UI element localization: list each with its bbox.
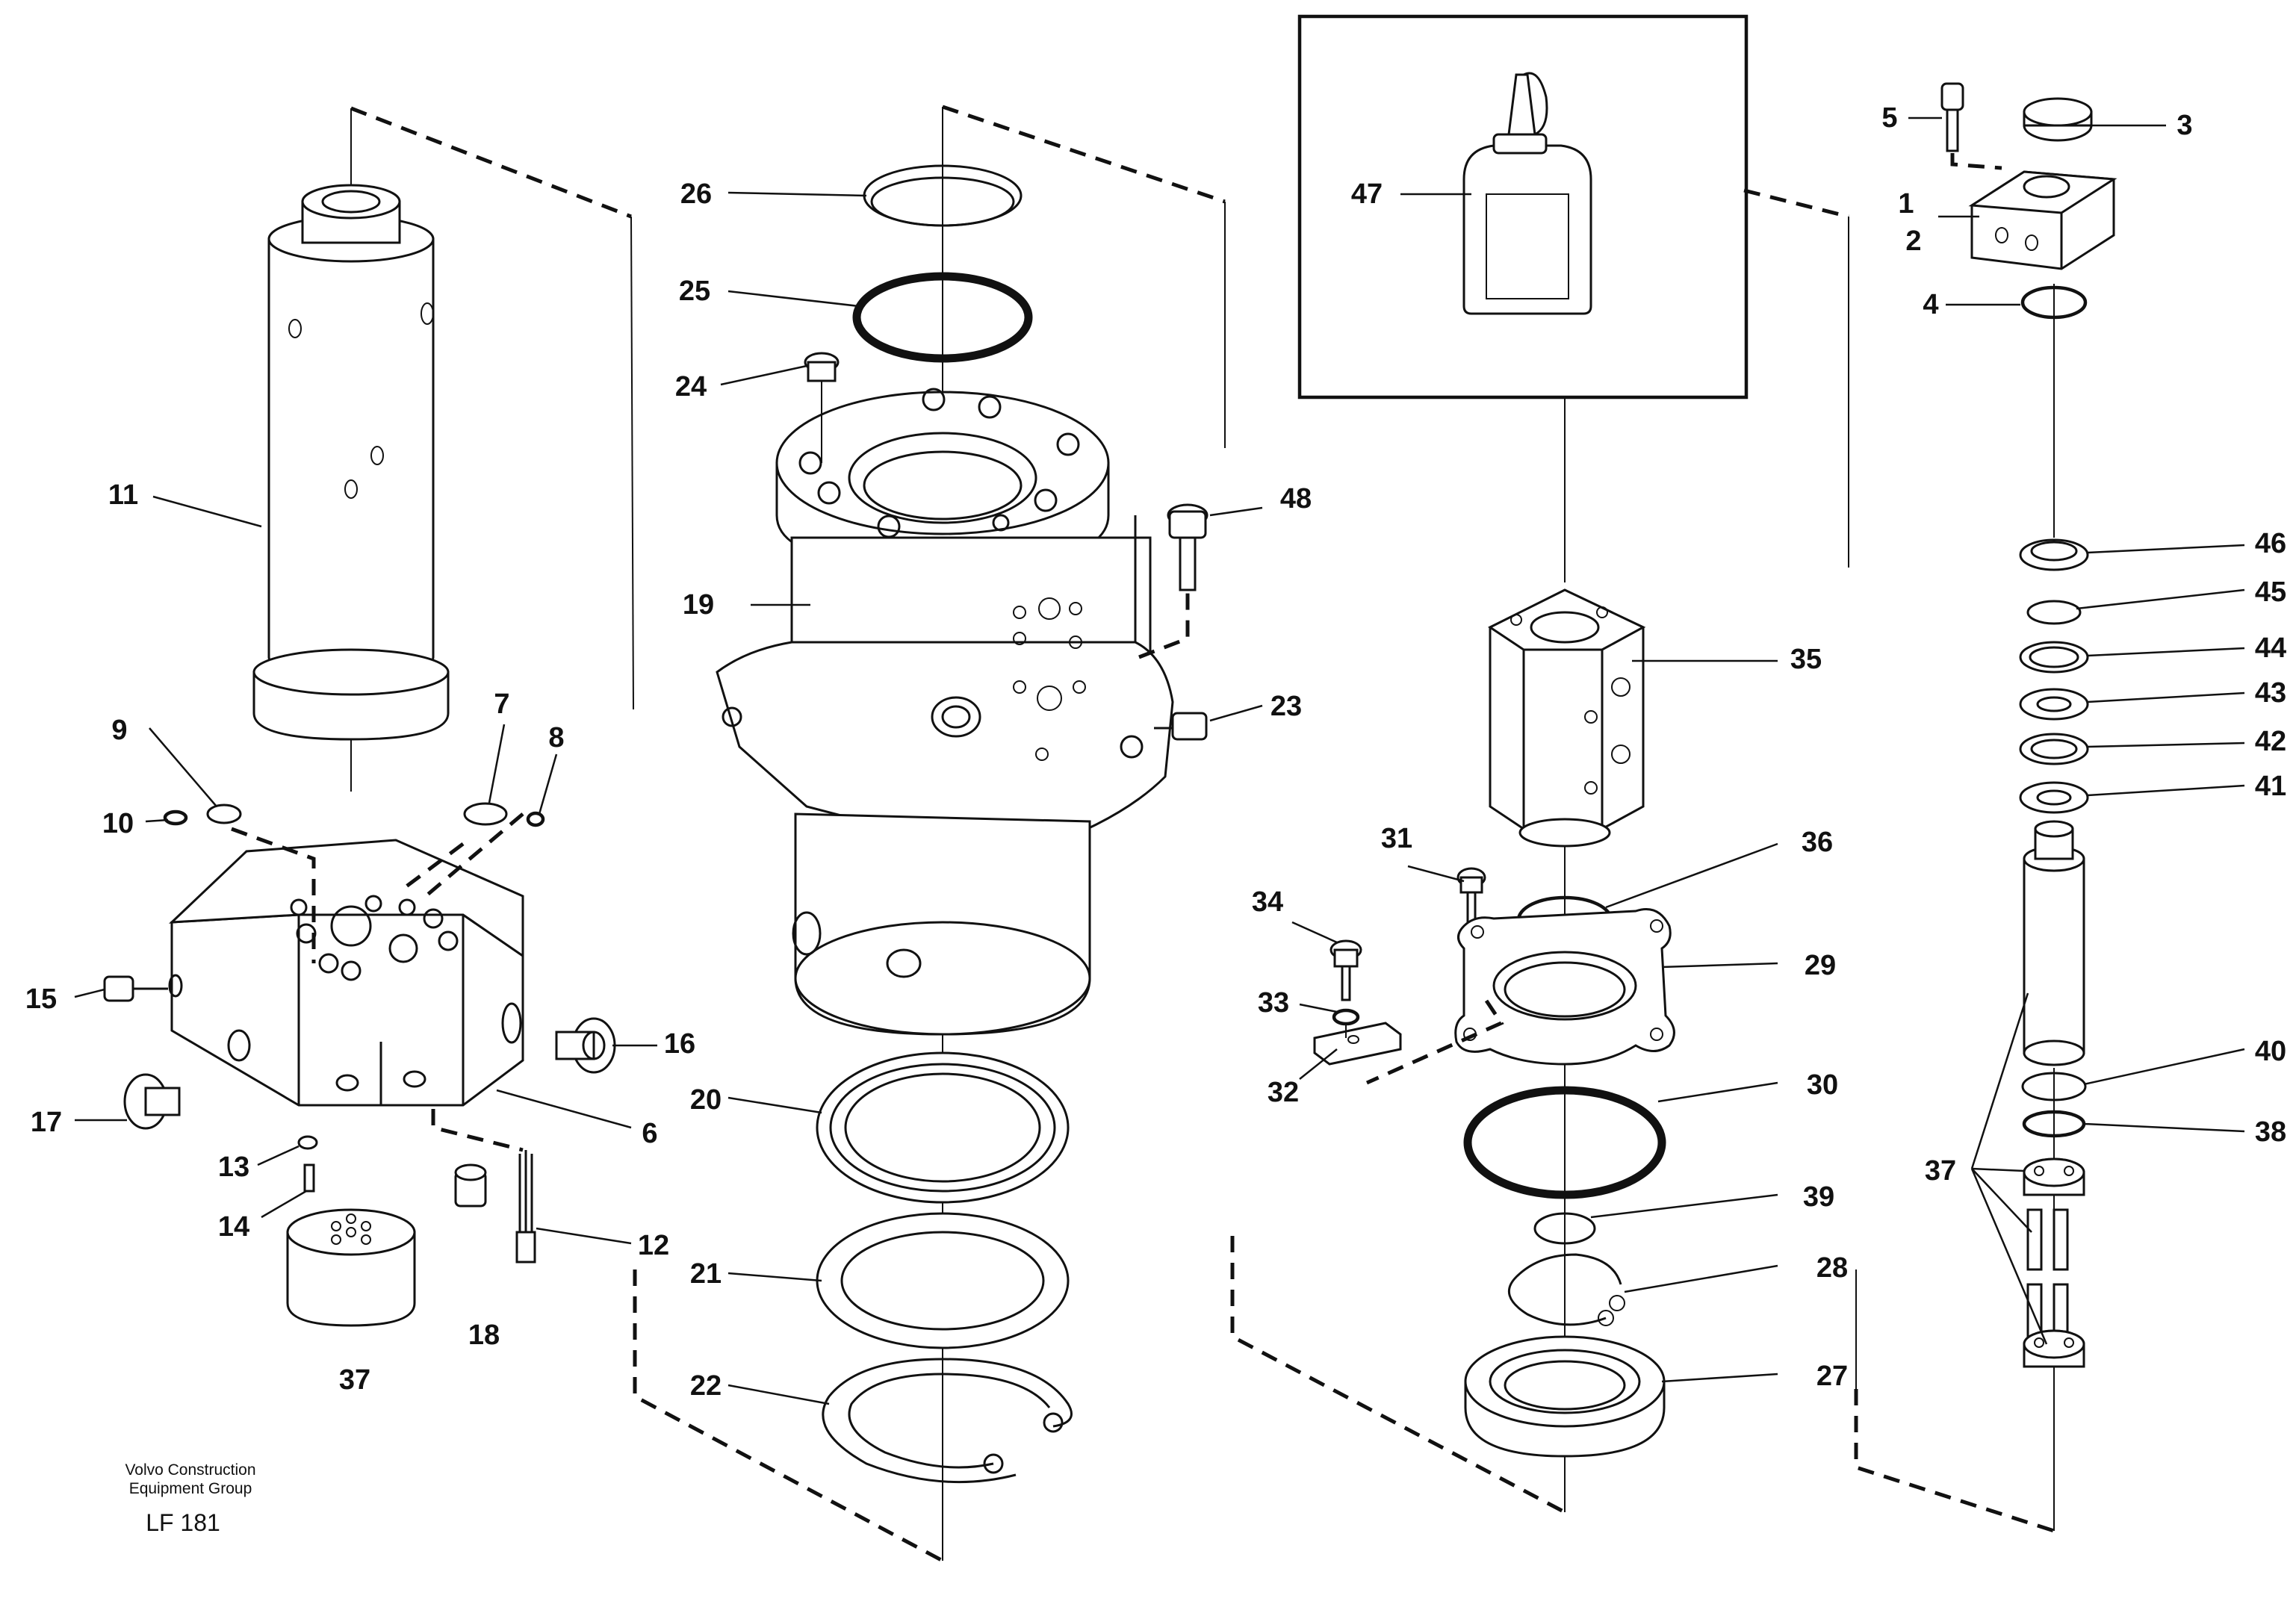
company-name-line2: Equipment Group — [129, 1480, 252, 1497]
part-label: 2 — [1905, 226, 1921, 257]
part-label: 42 — [2255, 726, 2286, 757]
part-label: 16 — [664, 1028, 695, 1060]
part-label: 3 — [2176, 110, 2192, 141]
part-label: 40 — [2255, 1036, 2286, 1067]
part-label: 27 — [1816, 1361, 1848, 1392]
part-label: 34 — [1252, 886, 1283, 918]
part-label: 19 — [683, 589, 714, 621]
part-label: 11 — [108, 479, 138, 511]
leader-lines — [74, 116, 2245, 1405]
part-label: 36 — [1802, 827, 1833, 858]
part-label: 23 — [1270, 691, 1302, 722]
part-label: 35 — [1790, 644, 1822, 675]
part-label: 10 — [102, 808, 134, 839]
part-label: 14 — [218, 1211, 249, 1243]
part-label: 44 — [2255, 633, 2286, 664]
part-number-labels: 1 2 3 4 5 6 7 8 9 10 11 12 13 14 15 16 1… — [25, 102, 2286, 1402]
small-block-parts — [1313, 939, 1402, 1066]
company-name-line1: Volvo Construction — [125, 1461, 255, 1479]
part-label: 37 — [339, 1364, 370, 1396]
part-label: 30 — [1807, 1069, 1838, 1101]
part-label: 15 — [25, 983, 57, 1015]
part-label: 8 — [548, 722, 564, 753]
part-label: 22 — [690, 1370, 722, 1402]
axis-lines — [350, 107, 2055, 1561]
part-label: 29 — [1805, 950, 1836, 981]
part-label: 7 — [494, 689, 509, 720]
part-label: 12 — [638, 1230, 669, 1261]
lower-rings — [816, 1051, 1073, 1484]
part-label: 5 — [1881, 102, 1897, 134]
part-label: 25 — [679, 276, 710, 307]
part-label: 6 — [642, 1118, 657, 1149]
part-label: 4 — [1923, 289, 1938, 320]
housing-small-parts — [804, 164, 1208, 741]
part-label: 18 — [468, 1320, 500, 1351]
part-label: 38 — [2255, 1116, 2286, 1148]
part-label: 45 — [2255, 576, 2286, 608]
part-label: 32 — [1268, 1077, 1299, 1108]
part-6-valve-block — [168, 812, 524, 1152]
part-47-lubricant-bottle — [1297, 14, 1749, 582]
right-spool-assembly — [1940, 82, 2117, 1368]
part-11-column — [252, 184, 450, 741]
part-35-valve-cube — [1488, 588, 1646, 848]
assembly-frame-lines — [350, 105, 2055, 1563]
valve-lower-parts — [1365, 867, 1675, 1458]
part-label: 1 — [1898, 188, 1914, 220]
part-19-housing — [716, 388, 1190, 1036]
part-label: 33 — [1258, 987, 1289, 1019]
part-label: 13 — [218, 1152, 249, 1183]
part-label: 37 — [1925, 1155, 1956, 1187]
part-label: 28 — [1816, 1252, 1848, 1284]
part-label: 41 — [2255, 771, 2286, 802]
part-label: 43 — [2255, 677, 2286, 709]
part-label: 21 — [690, 1258, 722, 1290]
small-parts-left — [103, 802, 616, 1327]
drawing-code: LF 181 — [146, 1509, 220, 1536]
part-label: 20 — [690, 1084, 722, 1116]
part-label: 48 — [1280, 483, 1312, 515]
part-label: 24 — [675, 371, 707, 403]
part-label: 26 — [680, 178, 712, 210]
part-label: 47 — [1351, 178, 1383, 210]
part-label: 17 — [31, 1107, 62, 1138]
part-label: 31 — [1381, 823, 1412, 854]
footer-credit: Volvo Construction Equipment Group LF 18… — [125, 1461, 255, 1536]
part-label: 46 — [2255, 528, 2286, 559]
part-label: 39 — [1803, 1181, 1834, 1213]
part-label: 9 — [111, 715, 127, 746]
